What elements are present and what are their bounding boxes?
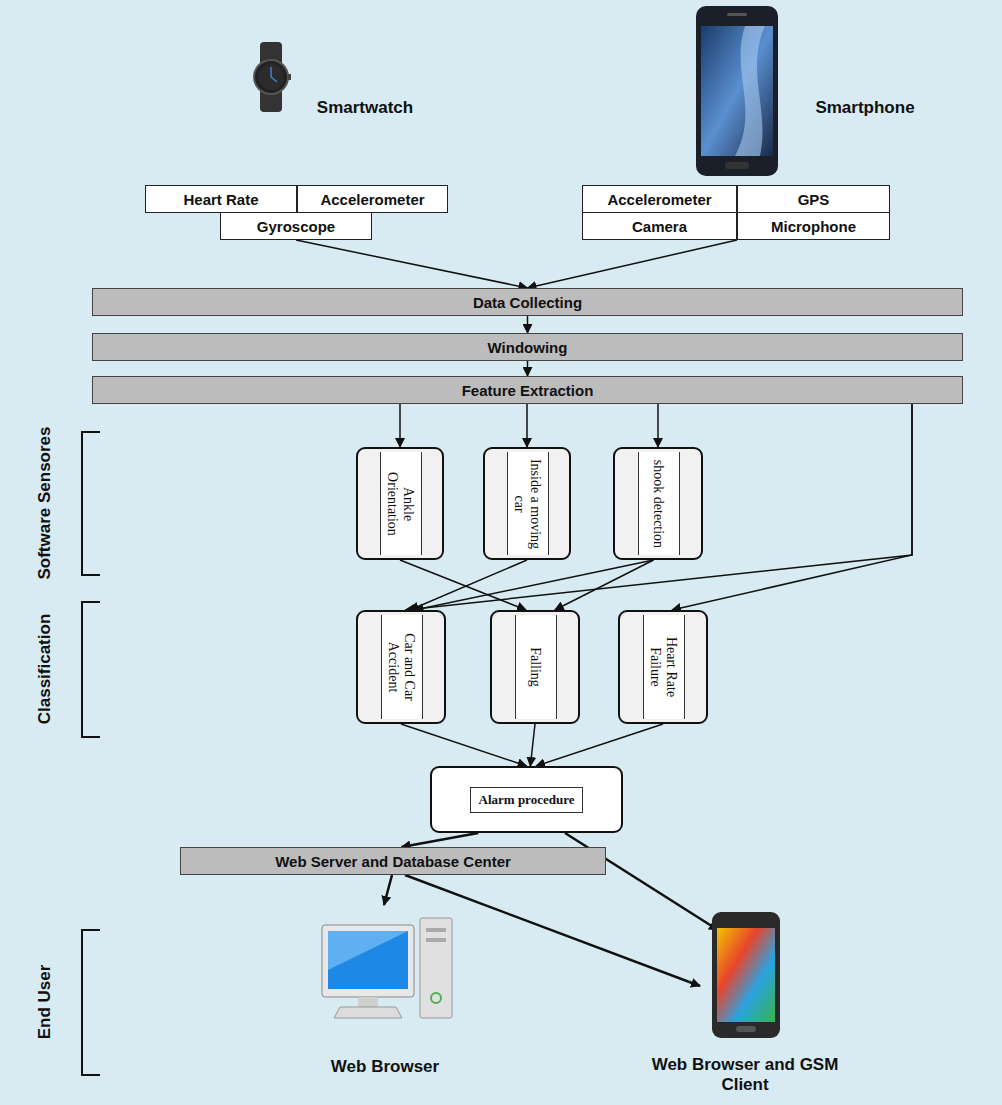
process-band: Web Server and Database Center (180, 847, 606, 875)
svg-part (701, 26, 773, 156)
flow-arrow (527, 316, 529, 333)
sensor-box: Accelerometer (582, 185, 737, 213)
svg-part (712, 912, 780, 1038)
smartphone-icon (712, 912, 780, 1038)
node-text: Heart Rate Failure (647, 619, 679, 715)
smartwatch-icon (254, 42, 291, 112)
svg-part (384, 875, 392, 905)
flow-arrow (406, 404, 913, 610)
node-text: Falling (527, 619, 543, 715)
flow-arrow (527, 361, 529, 376)
node-text: Accelerometer (607, 191, 711, 208)
svg-part (736, 1026, 756, 1032)
node-text: Data Collecting (473, 294, 582, 311)
node-text: Heart Rate (183, 191, 258, 208)
flow-arrow (402, 833, 479, 847)
device-label: Smartwatch (300, 98, 430, 118)
module-box: Car and Car Accident (356, 610, 446, 724)
svg-part (82, 602, 100, 737)
svg-part (696, 6, 778, 176)
svg-part (82, 432, 100, 575)
module-box: Heart Rate Failure (618, 610, 708, 724)
flow-arrow (399, 404, 401, 447)
svg-part (431, 993, 441, 1003)
svg-part (717, 928, 775, 1022)
module-box: shook detection (613, 447, 703, 560)
svg-part (426, 938, 446, 942)
sensor-box: Heart Rate (145, 185, 297, 213)
icon-label: Web Browser and GSM Client (640, 1055, 850, 1095)
node-text: GPS (798, 191, 830, 208)
smartphone-icon (696, 6, 778, 176)
node-text: Gyroscope (257, 218, 335, 235)
node-text: Ankle Orientation (384, 456, 416, 552)
node-text: Inside a moving car (511, 456, 543, 552)
flow-arrow (536, 724, 663, 766)
flow-arrow (530, 724, 535, 766)
module-box: Falling (490, 610, 580, 724)
svg-part (254, 60, 288, 94)
computer-icon (322, 918, 452, 1018)
sensor-box: Microphone (737, 212, 890, 240)
flow-arrow (401, 724, 527, 766)
svg-part (82, 930, 100, 1075)
sensor-box: GPS (737, 185, 890, 213)
icon-label: Web Browser (310, 1057, 460, 1077)
node-text: Microphone (771, 218, 856, 235)
flow-arrow (657, 404, 659, 447)
flow-arrow (528, 240, 738, 288)
node-text: Windowing (488, 339, 568, 356)
node-text: Web Server and Database Center (275, 853, 511, 870)
node-text: Accelerometer (320, 191, 424, 208)
module-box: Ankle Orientation (356, 447, 444, 560)
svg-part (328, 931, 408, 970)
process-band: Windowing (92, 333, 963, 361)
bracket (82, 432, 100, 1075)
svg-part (725, 162, 749, 169)
process-band: Feature Extraction (92, 376, 963, 404)
inner-box: Alarm procedure (470, 787, 584, 813)
sensor-box: Gyroscope (220, 212, 372, 240)
svg-part (420, 918, 452, 1018)
flow-arrow (400, 560, 526, 610)
node-text: Car and Car Accident (385, 619, 417, 715)
node-text: Camera (632, 218, 687, 235)
svg-part (727, 13, 747, 16)
layer-label: End User (35, 965, 55, 1040)
flow-arrow (672, 404, 912, 610)
flow-arrow (415, 560, 654, 610)
layer-label: Software Sensores (35, 426, 55, 579)
svg-part (322, 925, 414, 997)
svg-part (288, 74, 291, 80)
module-box: Inside a moving car (483, 447, 571, 560)
svg-part (270, 67, 272, 77)
svg-part (735, 26, 765, 156)
flow-arrow (526, 404, 528, 447)
sensor-box: Camera (582, 212, 737, 240)
node-text: shook detection (650, 456, 666, 552)
node-text: Feature Extraction (462, 382, 594, 399)
device-label: Smartphone (800, 98, 930, 118)
svg-part (334, 1007, 402, 1018)
process-band: Data Collecting (92, 288, 963, 316)
alarm-box: Alarm procedure (430, 766, 623, 833)
svg-part (358, 997, 378, 1007)
sensor-box: Accelerometer (297, 185, 448, 213)
svg-part (271, 77, 277, 82)
svg-part (258, 64, 284, 90)
svg-part (328, 931, 408, 989)
node-text: Alarm procedure (479, 792, 575, 808)
layer-label: Classification (35, 614, 55, 725)
svg-part (426, 928, 446, 932)
flow-arrow (296, 240, 528, 288)
